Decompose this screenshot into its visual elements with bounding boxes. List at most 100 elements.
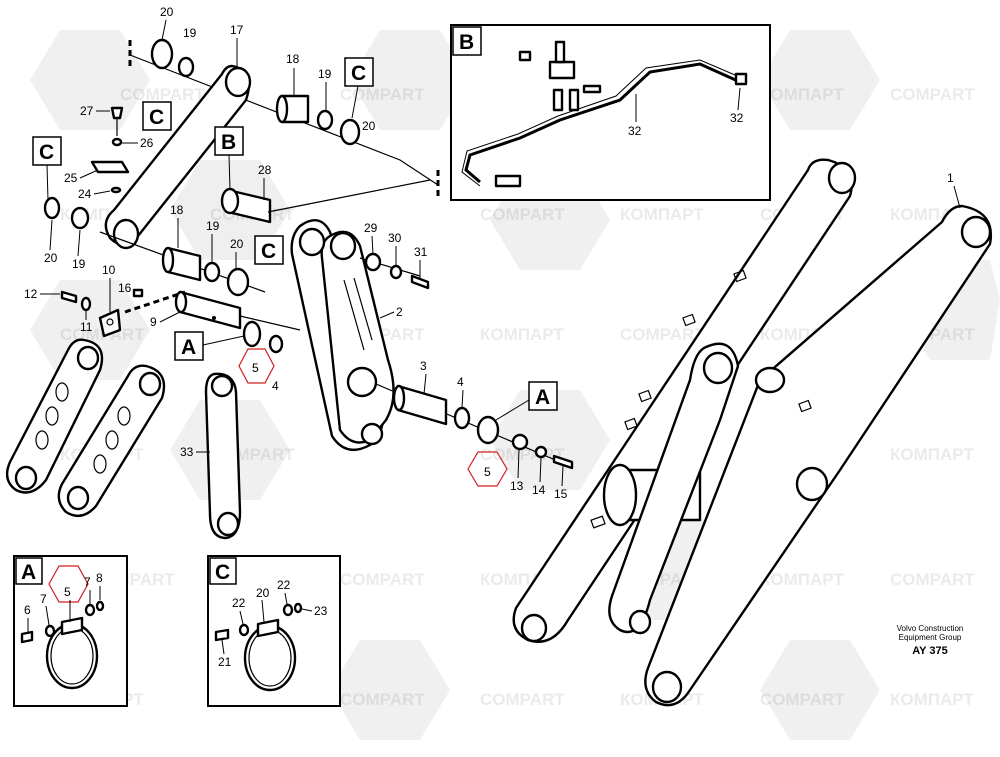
callout-18: 18 — [286, 52, 300, 66]
callout-27: 27 — [80, 104, 94, 118]
leader-line — [284, 592, 288, 605]
leader-line — [517, 449, 520, 479]
rocker-pivot — [329, 231, 357, 261]
hydraulic-pipe-edge — [461, 59, 743, 187]
callout-2: 2 — [396, 305, 403, 319]
clamp-ring — [243, 624, 297, 692]
leader-line — [239, 610, 244, 625]
left-levers: 33 — [5, 338, 242, 540]
callout-20: 20 — [44, 251, 58, 265]
callout-7: 7 — [84, 575, 91, 589]
boom-assembly: 1 — [512, 158, 993, 707]
watermark-text: COMPART — [890, 85, 975, 104]
callout-10: 10 — [102, 263, 116, 277]
bushing-end — [275, 94, 289, 124]
callout-13: 13 — [510, 479, 524, 493]
callout-20: 20 — [160, 5, 174, 19]
ring-4 — [242, 320, 262, 348]
pin-assembly-left: 12 10 11 16 9 A 5 4 — [24, 263, 301, 393]
ref-label-c: C — [149, 106, 164, 129]
washer-19 — [177, 56, 195, 78]
credit-line-2: Equipment Group — [899, 633, 962, 642]
watermark-text: COMPART — [620, 325, 705, 344]
watermark-text: COMPART — [890, 570, 975, 589]
ref-tag-c — [254, 235, 284, 265]
washer-4 — [453, 406, 471, 430]
boom-slot — [798, 399, 812, 413]
detail-a-label: A — [21, 561, 36, 584]
pin-28-head — [220, 187, 240, 215]
pin-3-end — [392, 384, 406, 412]
watermark-text: COMPART — [120, 85, 205, 104]
ref-tag-c — [142, 101, 172, 131]
callout-21: 21 — [218, 655, 232, 669]
detail-b-frame — [450, 24, 771, 201]
callout-19: 19 — [72, 257, 86, 271]
leader-line — [46, 164, 49, 201]
detail-a-tag — [15, 557, 43, 585]
callout-20: 20 — [362, 119, 376, 133]
link-33 — [204, 372, 242, 540]
callout-5: 5 — [252, 361, 259, 375]
bolt-6 — [20, 630, 34, 644]
washer-19 — [203, 261, 221, 283]
washer-29 — [364, 252, 382, 272]
pipe-fitting — [552, 88, 564, 112]
highlight-hexagon — [467, 451, 508, 487]
clamp-25 — [90, 160, 130, 174]
rocker-bore — [360, 422, 384, 446]
pipe-fitting — [554, 40, 566, 64]
callout-14: 14 — [532, 483, 546, 497]
bushing-end — [161, 246, 175, 274]
leader-line — [953, 185, 961, 209]
lever-hole — [117, 406, 131, 426]
watermark-text: КОМПАРТ — [890, 445, 974, 464]
axis-line — [267, 179, 431, 213]
callout-19: 19 — [318, 67, 332, 81]
watermark-text: КОМПАРТ — [890, 690, 974, 709]
ref-tag-c — [344, 57, 374, 87]
link-33-eye — [210, 374, 234, 398]
washer-19 — [70, 206, 90, 230]
pipe-block — [548, 60, 576, 80]
watermark-text: COMPART — [480, 690, 565, 709]
leader-line — [351, 85, 359, 119]
washer-19 — [316, 109, 334, 131]
nut-8 — [95, 600, 105, 612]
lever-left-1 — [5, 338, 104, 494]
washer-22 — [282, 603, 294, 617]
washer-13 — [511, 433, 529, 451]
pipe-coupling — [734, 72, 748, 86]
callout-11: 11 — [80, 320, 93, 334]
callout-33: 33 — [180, 445, 194, 459]
ref-tag-a — [528, 381, 558, 411]
leader-line — [461, 389, 464, 409]
bracket-assembly: 27 26 25 24 C 20 19 — [32, 104, 154, 271]
cross-tube-end — [602, 463, 638, 527]
ring-4 — [476, 415, 500, 445]
bolt-15 — [552, 454, 574, 470]
washer-14 — [534, 445, 548, 459]
boom-cylinder-mount — [754, 366, 786, 394]
lever-hole — [35, 430, 49, 450]
credit-line-1: Volvo Construction — [897, 624, 964, 633]
boom-foot-front — [651, 670, 683, 704]
boom-mid-pivot — [795, 466, 829, 502]
washer-30 — [389, 264, 403, 280]
bolt-16-shaft — [124, 290, 186, 314]
washer-7 — [84, 603, 96, 617]
callout-32: 32 — [628, 124, 642, 138]
ring-20 — [150, 38, 174, 70]
rocker-assembly: 2 29 30 31 3 4 A 5 13 14 15 — [290, 219, 574, 501]
bolt-27 — [110, 106, 124, 120]
lever-hole — [93, 454, 107, 474]
pin-9 — [178, 290, 242, 330]
rocker-pivot — [298, 227, 326, 257]
link-rod-eye — [112, 218, 140, 250]
callout-22: 22 — [232, 596, 246, 610]
callout-32: 32 — [730, 111, 744, 125]
pin-assembly-middle: 18 19 20 C B 28 — [99, 126, 431, 297]
plate-10 — [98, 308, 122, 338]
ref-label-b: B — [221, 131, 236, 154]
leader-line — [301, 608, 313, 612]
